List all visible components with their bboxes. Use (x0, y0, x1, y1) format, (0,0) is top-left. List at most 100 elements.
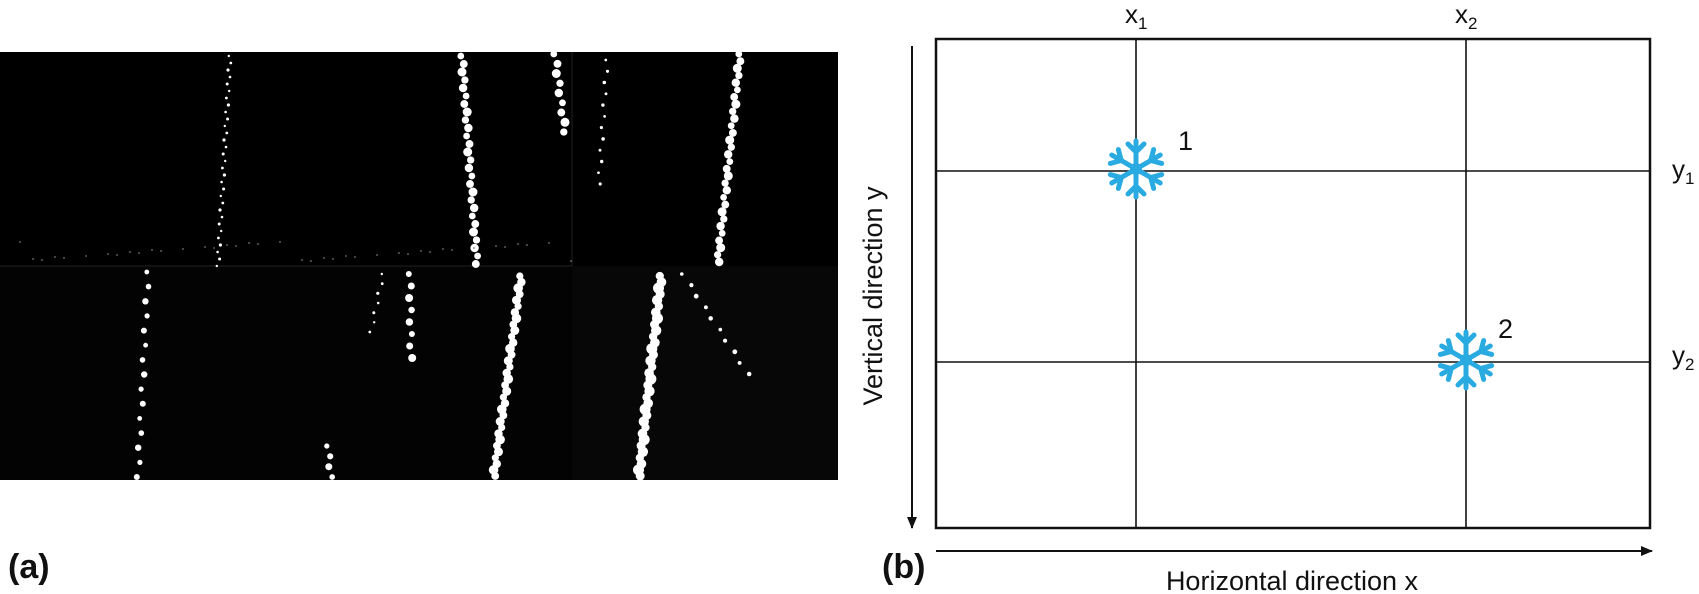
streak-dot (510, 326, 520, 335)
streak-dot (498, 423, 506, 432)
streak-dot (373, 321, 376, 324)
noise-speck (204, 246, 206, 248)
streak-dot (601, 103, 605, 107)
streak-dot (553, 59, 562, 68)
streak-dot (226, 68, 230, 72)
noise-speck (85, 255, 87, 257)
noise-speck (19, 241, 21, 243)
streak-dot (142, 298, 149, 305)
noise-speck (213, 247, 215, 249)
streak-dot (554, 88, 564, 98)
streak-dot (405, 271, 412, 277)
streak-dot (508, 333, 516, 341)
streak-dot (598, 182, 602, 186)
streak-dot (722, 186, 732, 195)
streak-dot (380, 272, 383, 276)
streak-dot (144, 313, 150, 319)
streak-dot (468, 172, 476, 180)
streak-dot (138, 430, 145, 436)
streak-dot (468, 212, 476, 220)
particle-streaks (19, 52, 752, 480)
streak-dot (460, 100, 469, 108)
streak-dot (731, 99, 741, 109)
streak-dot (605, 69, 610, 73)
streak-dot (228, 75, 232, 79)
streak-dot (728, 128, 737, 137)
noise-speck (548, 242, 550, 244)
streak-dot (139, 357, 146, 363)
streak-dot (226, 103, 230, 107)
streak-dot (218, 257, 222, 261)
x1-tick-label: x1 (1125, 0, 1147, 33)
streak-dot (491, 454, 499, 462)
streak-dot (716, 243, 726, 253)
noise-speck (107, 253, 109, 255)
streak-dot (725, 135, 735, 145)
noise-speck (473, 247, 475, 249)
streak-dot (217, 236, 220, 240)
streak-dot (461, 76, 469, 84)
streak-dot (462, 107, 472, 117)
streak-dot (145, 283, 152, 290)
streak-dot (723, 150, 733, 159)
streak-dot (735, 52, 743, 58)
streak-dot (502, 386, 512, 396)
streak-dot (717, 207, 727, 217)
streak-dot (730, 93, 739, 101)
noise-speck (429, 251, 431, 253)
streak-dot (722, 164, 731, 173)
streak-dot (223, 124, 226, 128)
streak-dot (133, 474, 140, 480)
streak-dot (458, 83, 468, 93)
streak-dot (598, 148, 602, 152)
noise-speck (407, 253, 409, 255)
y1-tick-label: y1 (1672, 154, 1694, 188)
streak-dot (405, 294, 414, 302)
noise-speck (116, 254, 118, 256)
noise-speck (226, 244, 228, 246)
streak-dot (746, 371, 752, 377)
streak-dot (491, 472, 500, 480)
streak-dot (718, 327, 723, 332)
streak-dot (560, 128, 568, 136)
streak-dot (137, 416, 143, 421)
streak-dot (601, 137, 605, 141)
streak-dot (716, 221, 725, 231)
streak-dot (228, 89, 231, 93)
streak-dot (220, 180, 223, 184)
streak-dot (406, 342, 414, 350)
y2-tick-label: y2 (1672, 340, 1694, 374)
streak-dot (143, 342, 149, 348)
streak-dot (464, 163, 474, 173)
noise-speck (345, 255, 347, 257)
streak-dot (723, 338, 728, 343)
streak-dot (144, 269, 150, 275)
streak-dot (376, 291, 380, 295)
horizontal-axis-label: Horizontal direction x (1166, 566, 1419, 594)
streak-dot (600, 159, 604, 164)
particle-1-label: 1 (1178, 126, 1193, 156)
streak-dot (495, 417, 505, 426)
streak-dot (693, 293, 699, 299)
streak-dot (732, 63, 742, 73)
streak-dot (224, 145, 228, 149)
streak-dot (559, 99, 566, 107)
streak-dot (556, 79, 564, 87)
streak-dot (602, 80, 607, 85)
streak-dot (408, 331, 415, 337)
noise-speck (182, 248, 184, 250)
streak-dot (224, 110, 227, 114)
snow-streak-photo (0, 52, 838, 480)
streak-dot (457, 67, 467, 77)
streak-dot (216, 250, 219, 254)
noise-speck (63, 257, 65, 259)
vertical-axis-label: Vertical direction y (858, 186, 888, 406)
streak-dot (604, 92, 608, 96)
noise-speck (235, 245, 237, 247)
snowflake-icon (1108, 141, 1164, 197)
streak-dot (468, 187, 478, 197)
noise-speck (32, 258, 34, 260)
streak-dot (461, 116, 470, 124)
noise-speck (398, 252, 400, 254)
streak-dot (405, 318, 414, 326)
